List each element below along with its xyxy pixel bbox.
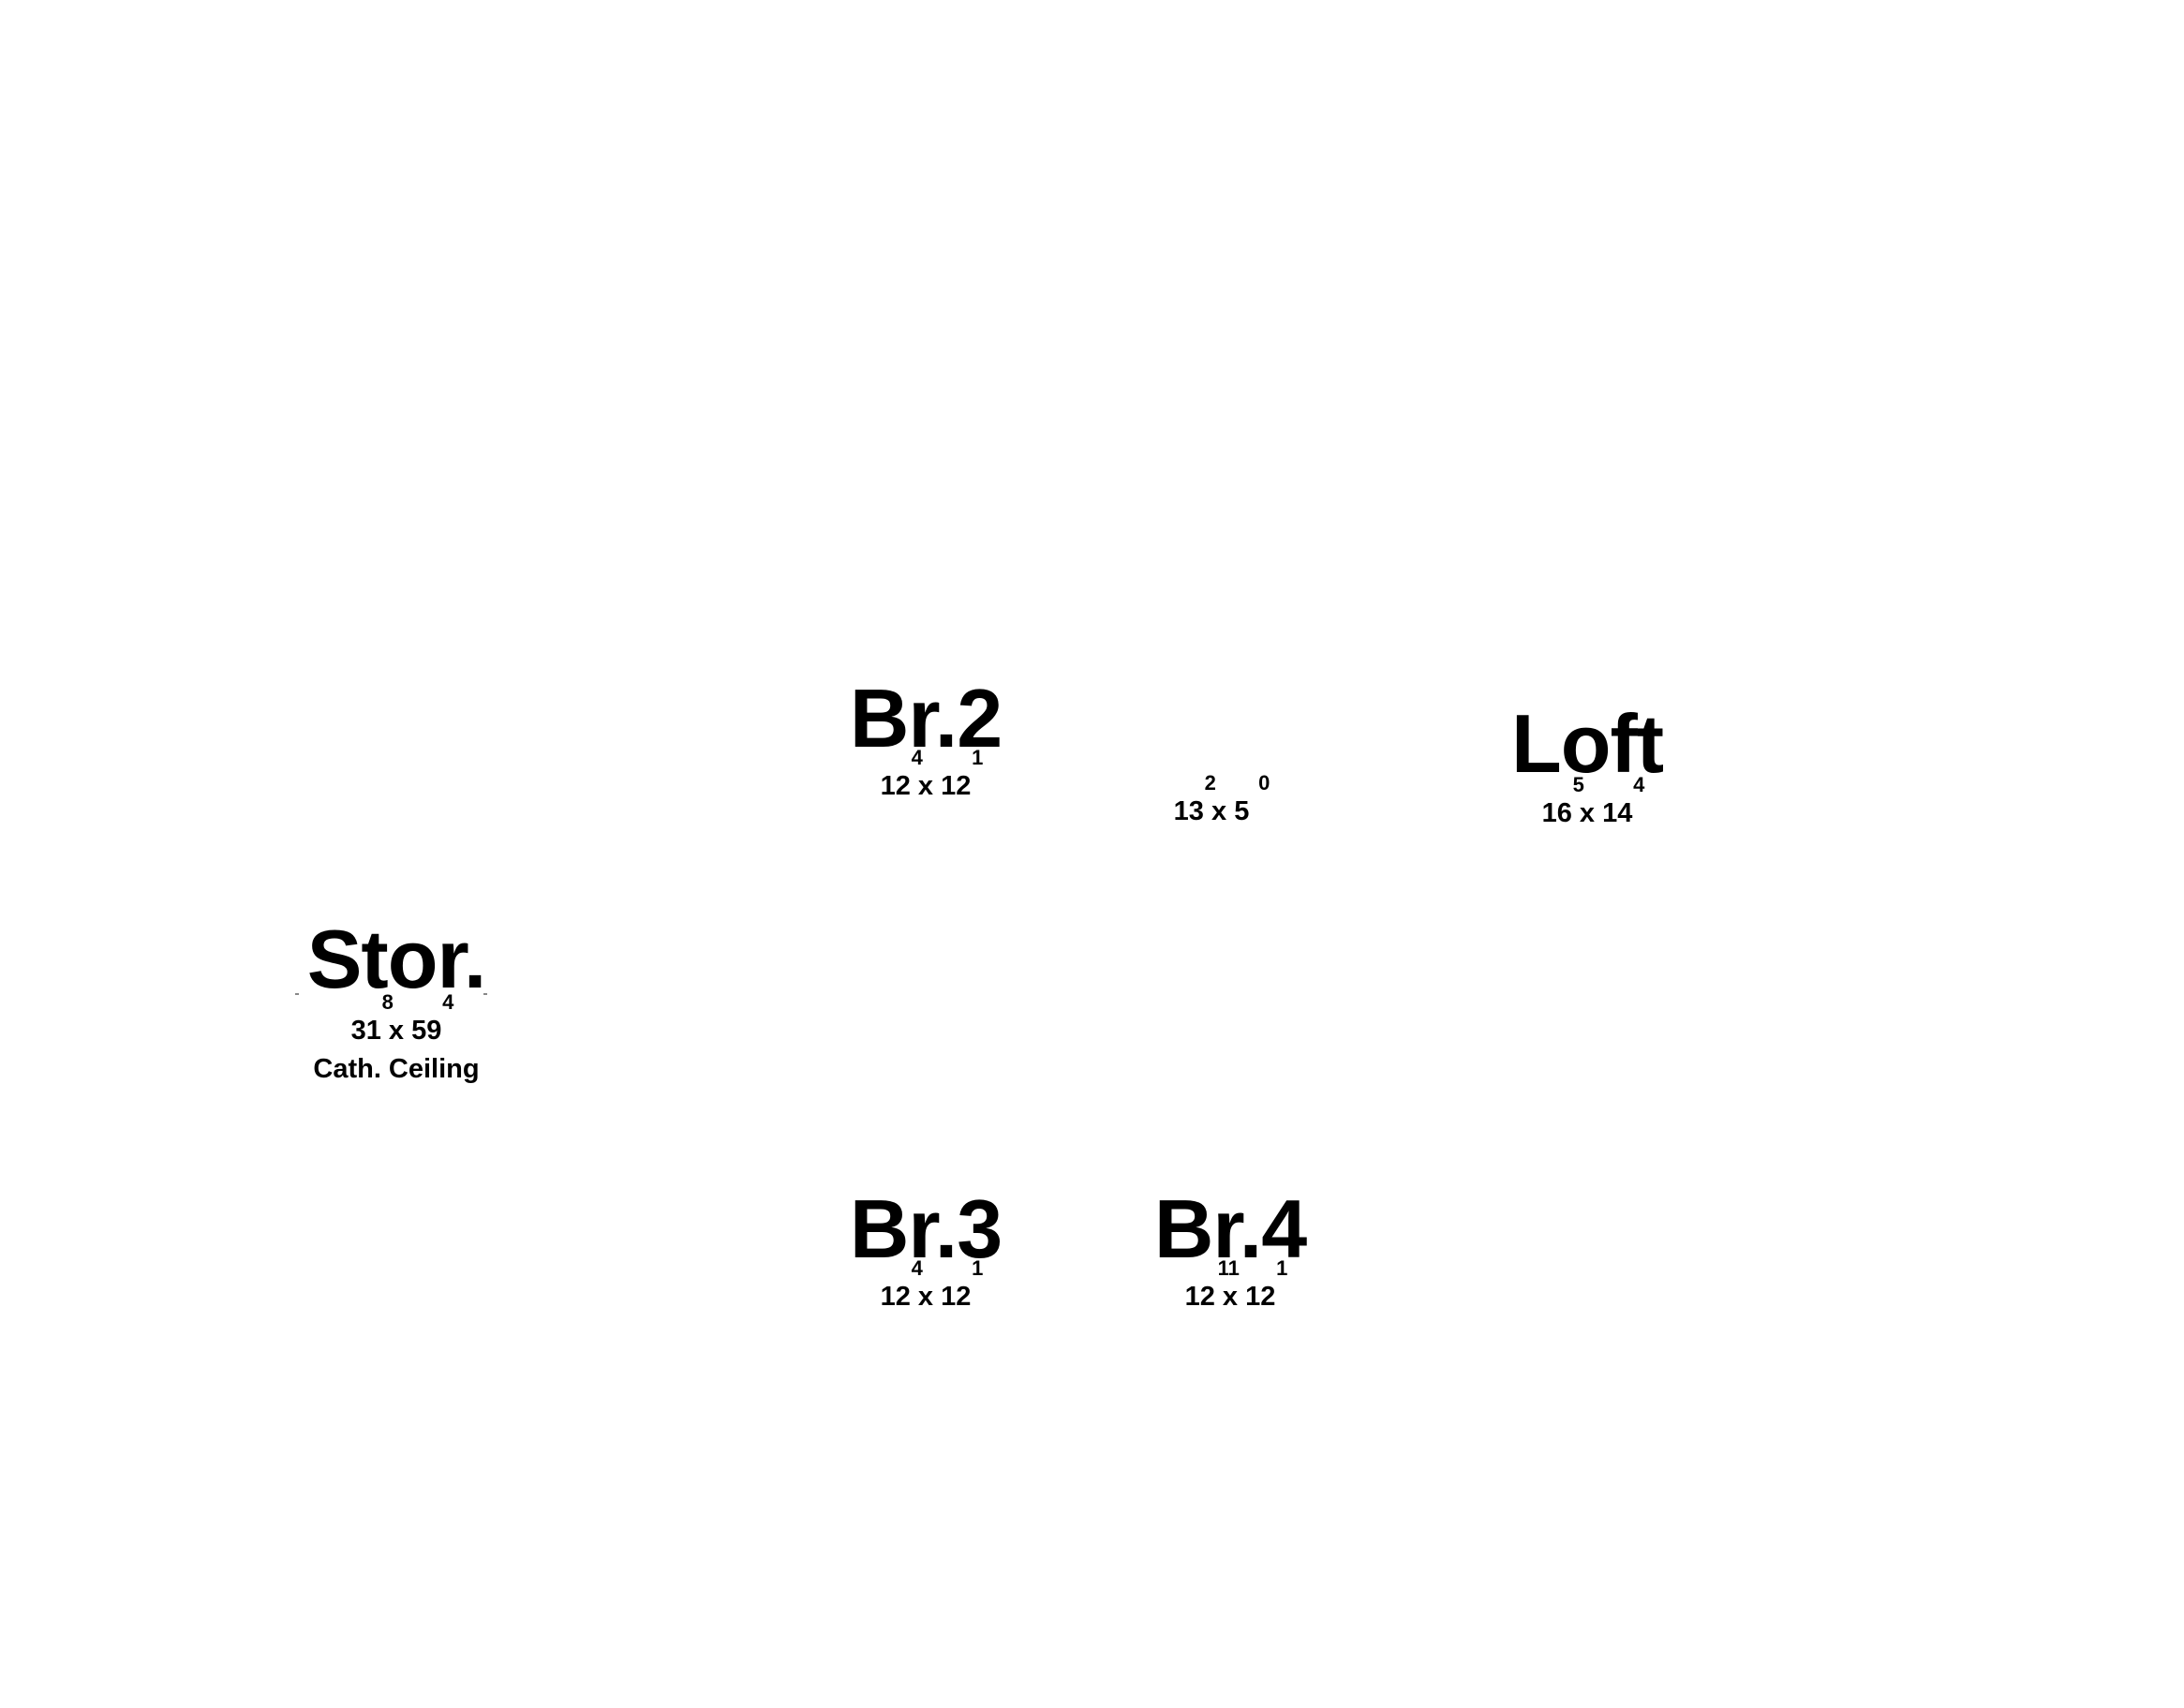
length-feet: 59 — [411, 1016, 442, 1046]
dimension-separator: x — [1211, 796, 1227, 826]
width-inches: 11 — [1217, 1256, 1240, 1280]
length-feet: 12 — [941, 771, 972, 801]
length-inches: 4 — [1633, 773, 1645, 796]
width-inches: 5 — [1572, 773, 1584, 796]
width-feet: 12 — [880, 1282, 911, 1312]
dimension-separator: x — [1579, 798, 1596, 828]
width-feet: 13 — [1173, 796, 1204, 826]
width-feet: 12 — [880, 771, 911, 801]
length-inches: 1 — [972, 746, 984, 769]
width-inches: 4 — [911, 746, 923, 769]
length-feet: 5 — [1234, 796, 1250, 826]
length-inches: 1 — [1276, 1256, 1288, 1280]
width-feet: 12 — [1184, 1282, 1215, 1312]
room-name: Br.4 — [1153, 1182, 1307, 1275]
length-inches: 0 — [1258, 771, 1270, 795]
width-feet: 31 — [350, 1016, 381, 1046]
length-feet: 14 — [1602, 798, 1633, 828]
room-name: Loft — [1510, 697, 1664, 790]
dimension-separator: x — [917, 1282, 934, 1312]
width-inches: 8 — [381, 990, 394, 1014]
width-feet: 16 — [1541, 798, 1572, 828]
dimension-separator: x — [917, 771, 934, 801]
dimension-separator: x — [1222, 1282, 1239, 1312]
room-name: Stor. — [306, 913, 487, 1005]
length-inches: 1 — [972, 1256, 984, 1280]
width-inches: 4 — [911, 1256, 923, 1280]
length-feet: 12 — [941, 1282, 972, 1312]
wall-tick-mark — [483, 993, 487, 995]
width-inches: 2 — [1204, 771, 1216, 795]
length-feet: 12 — [1245, 1282, 1276, 1312]
room-name: Br.3 — [849, 1182, 1003, 1275]
wall-tick-mark — [295, 993, 299, 995]
room-name: Br.2 — [849, 672, 1003, 765]
ceiling-note: Cath. Ceiling — [313, 1054, 480, 1084]
dimension-separator: x — [388, 1016, 405, 1046]
length-inches: 4 — [442, 990, 454, 1014]
